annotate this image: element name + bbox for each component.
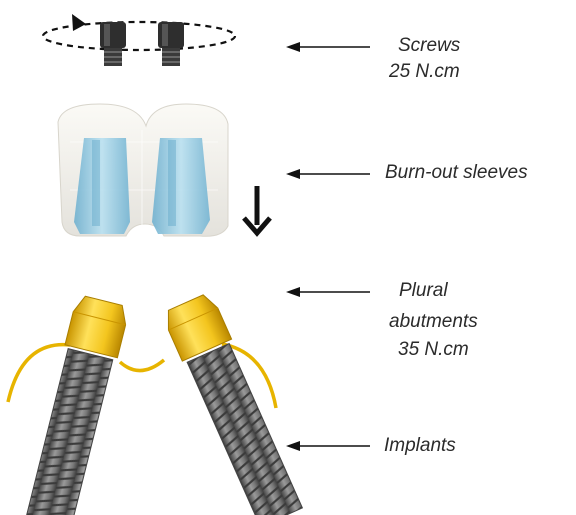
label-implants: Implants — [384, 434, 456, 458]
crown-group — [58, 104, 228, 236]
screw-right — [158, 22, 184, 66]
label-abutments-line2: abutments — [389, 310, 478, 334]
rotation-path — [43, 22, 235, 50]
label-abutments-torque: 35 N.cm — [398, 338, 469, 362]
label-abutments-line1: Plural — [399, 279, 448, 303]
screw-left — [100, 22, 126, 66]
implant-right — [187, 343, 302, 515]
implant-left — [25, 349, 113, 515]
screws-group — [43, 14, 235, 66]
sleeve-left — [74, 138, 130, 234]
rotation-arrow-icon — [72, 14, 86, 31]
down-arrow-icon — [244, 186, 270, 233]
pointer-arrow-icon — [286, 169, 370, 179]
pointer-arrow-icon — [286, 287, 370, 297]
pointer-arrow-icon — [286, 441, 370, 451]
label-burn-out-sleeves: Burn-out sleeves — [385, 161, 528, 185]
abutment-left — [65, 294, 130, 358]
label-screws-torque: 25 N.cm — [389, 60, 460, 84]
sleeve-right — [152, 138, 210, 234]
label-screws: Screws — [398, 34, 460, 58]
pointer-arrow-icon — [286, 42, 370, 52]
